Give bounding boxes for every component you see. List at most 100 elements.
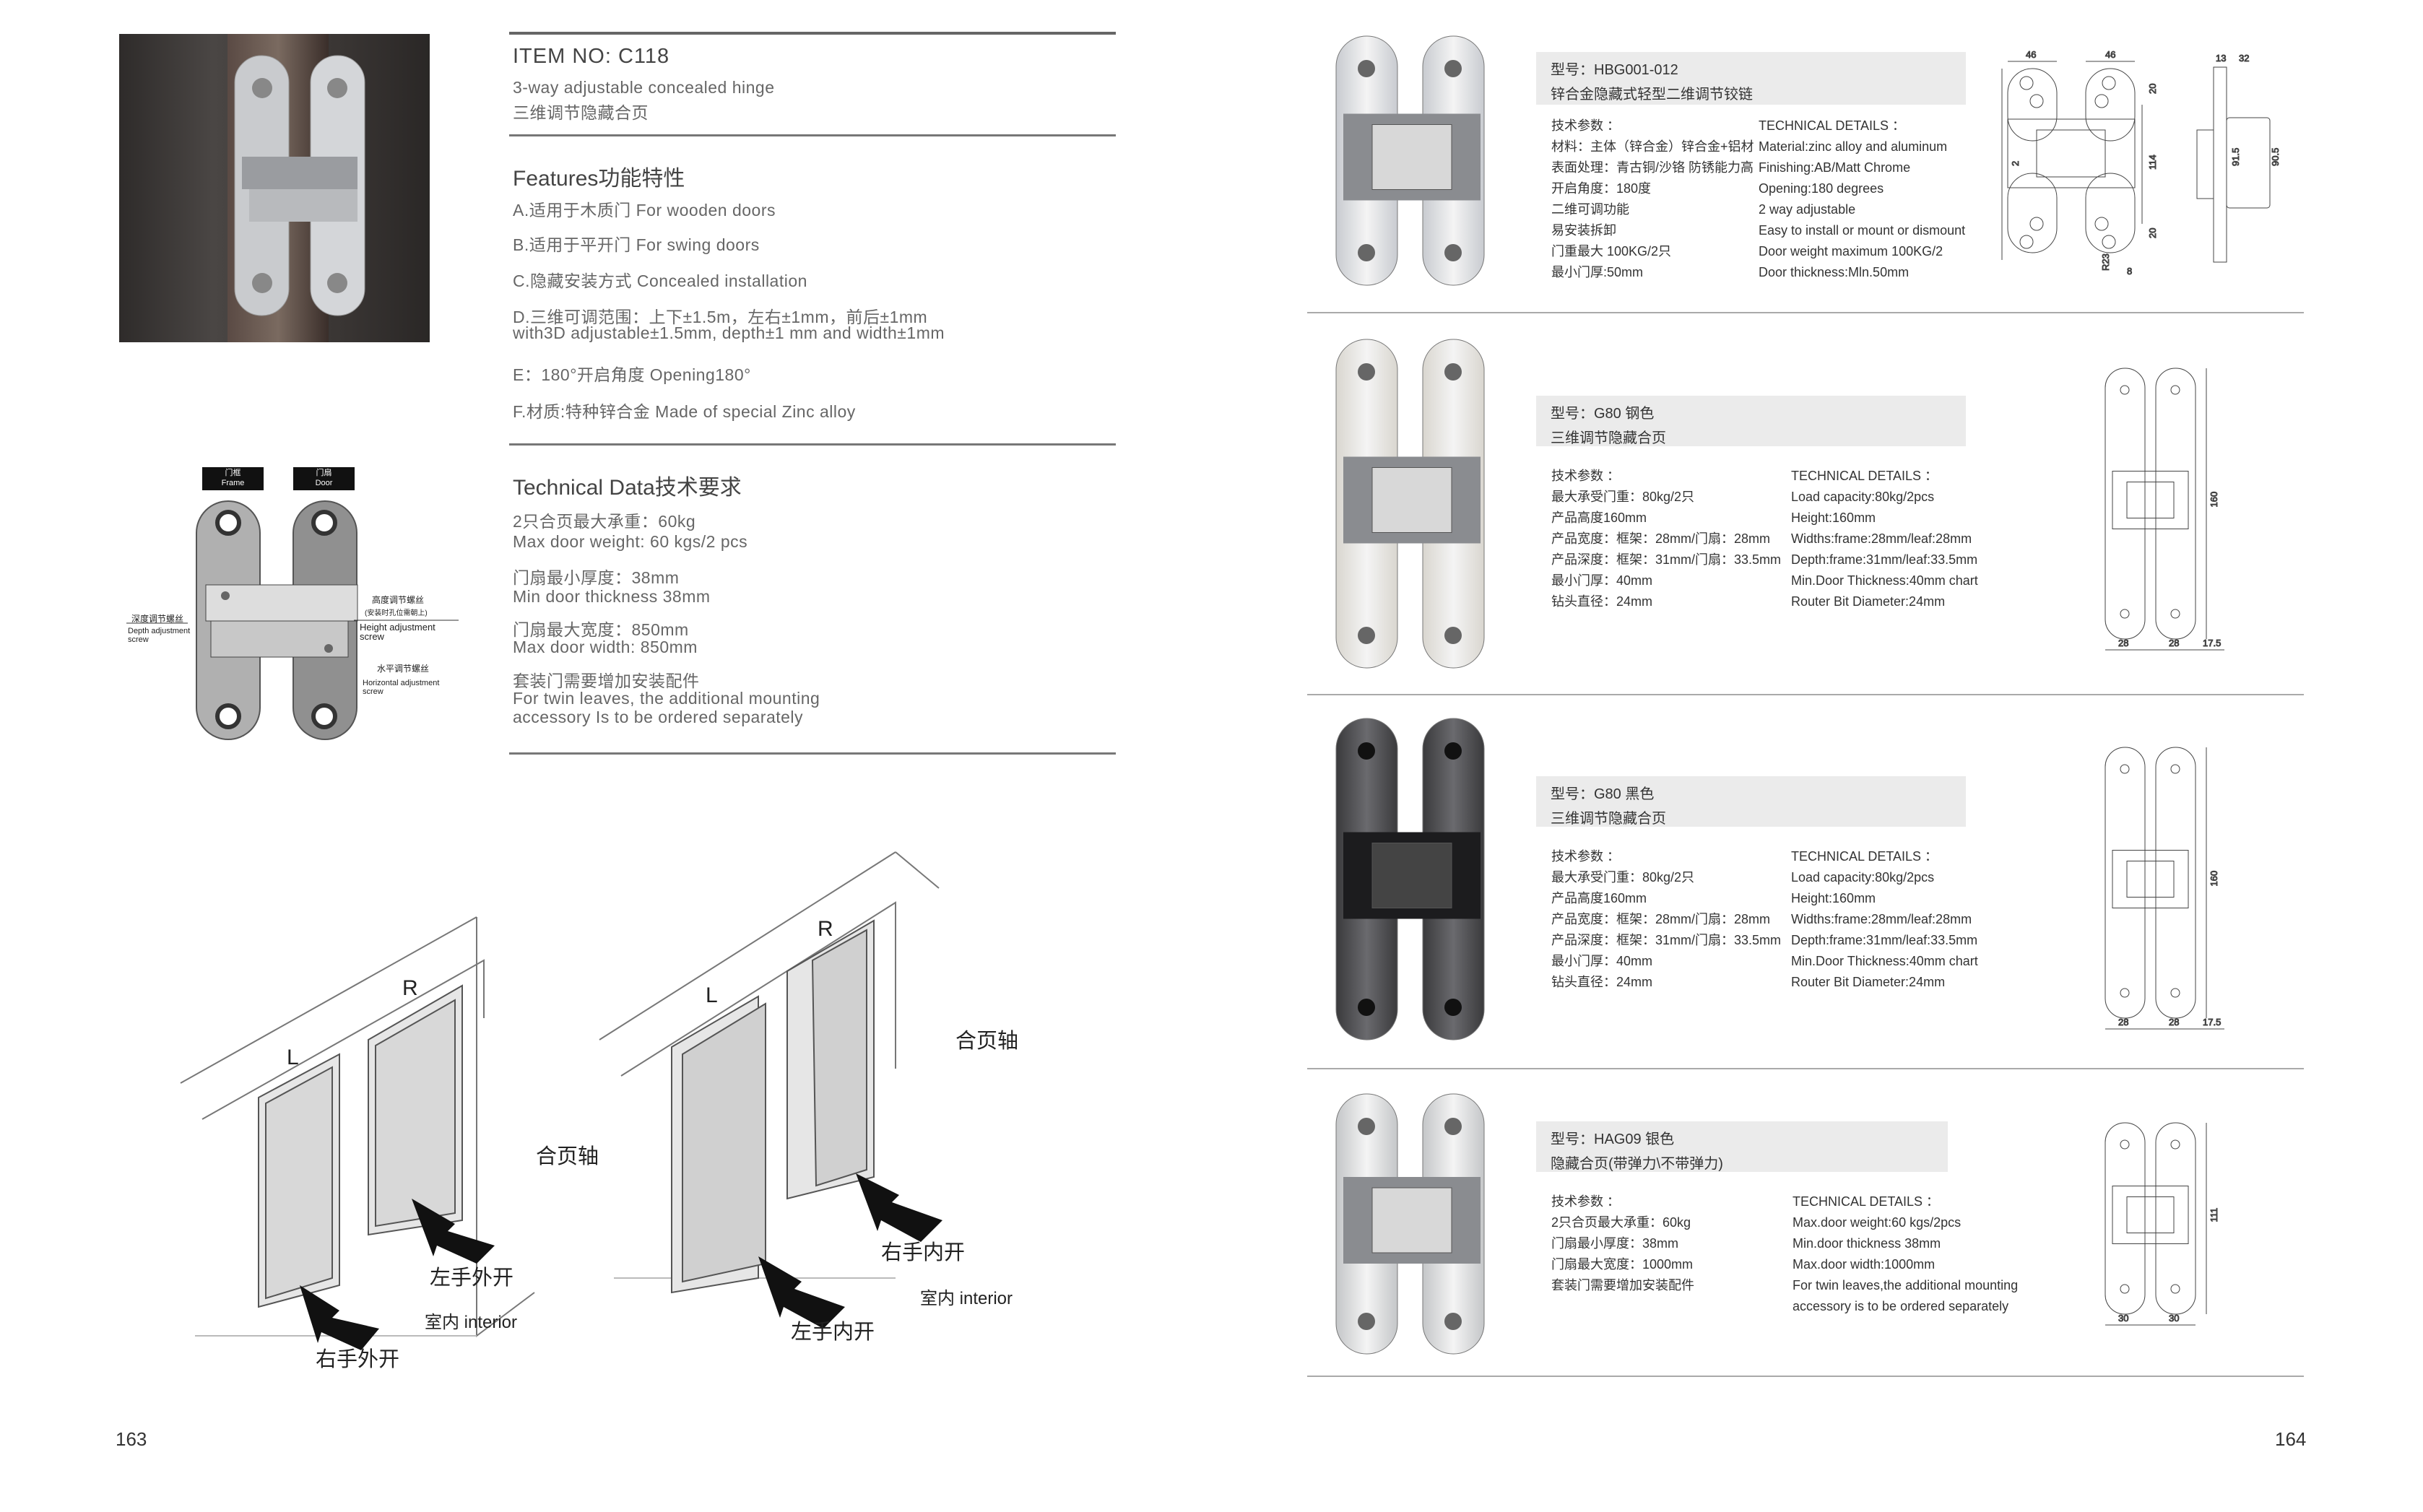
spec-line: Widths:frame:28mm/leaf:28mm [1791,912,1972,926]
spec-line: Max.door weight:60 kgs/2pcs [1793,1215,1962,1230]
product-header: 型号：HBG001-012 锌合金隐藏式轻型二维调节铰链 [1536,52,1966,105]
spec-line: 产品深度：框架：31mm/门扇：33.5mm [1551,933,1782,947]
spec-line: accessory is to be ordered separately [1793,1299,2009,1313]
subtitle-cn: 三维调节隐藏合页 [513,103,649,122]
product-name: 锌合金隐藏式轻型二维调节铰链 [1551,87,1753,103]
door-swing-illustration [180,851,942,1350]
tech-line: Max door weight: 60 kgs/2 pcs [513,532,748,551]
height-note: (安装时孔位需朝上) [365,609,428,617]
spec-line: Opening:180 degrees [1759,181,1884,196]
divider [1307,1068,2304,1069]
product-photo [119,34,430,342]
spec-line: Height:160mm [1791,510,1876,525]
dimension-label: 46 [2105,49,2115,60]
dimension-label: 28 [2118,638,2128,648]
divider [509,134,1116,136]
dimension-label: 46 [2026,49,2036,60]
spec-en: TECHNICAL DETAILS ：Load capacity:80kg/2p… [1791,846,1978,993]
feature-d-en: with3D adjustable±1.5mm, depth±1 mm and … [513,323,945,342]
depth-label-cn: 深度调节螺丝 [131,614,184,624]
spec-line: 产品宽度：框架：28mm/门扇：28mm [1551,531,1771,546]
product-name: 三维调节隐藏合页 [1551,430,1666,446]
spec-line: Min.door thickness 38mm [1793,1236,1941,1251]
spec-line: 产品深度：框架：31mm/门扇：33.5mm [1551,552,1782,567]
spec-line: Material:zinc alloy and aluminum [1759,139,1948,154]
dimension-label: 17.5 [2203,1017,2221,1027]
spec-line: 易安装拆卸 [1551,223,1616,238]
product-header: 型号：G80 钢色三维调节隐藏合页 [1536,396,1966,446]
depth-label-en2: screw [128,635,149,644]
divider [1307,694,2304,695]
spec-line: 最小门厚:50mm [1551,265,1644,279]
feature-a: A.适用于木质门 For wooden doors [513,201,776,220]
spec-line: 产品高度160mm [1551,891,1647,905]
horizontal-label-en: Horizontal adjustment [363,679,440,687]
spec-line: Finishing:AB/Matt Chrome [1759,160,1911,175]
spec-line: Door weight maximum 100KG/2 [1759,244,1943,258]
model-number: 型号：G80 钢色 [1551,406,1655,422]
hinge-product-image [1322,336,1502,672]
tech-title: Technical Data技术要求 [513,476,742,500]
door-label-cn: 门扇 [316,469,332,477]
tech-line: accessory Is to be ordered separately [513,708,804,726]
spec-line: TECHNICAL DETAILS ： [1791,469,1938,483]
feature-e: E：180°开启角度 Opening180° [513,365,751,384]
dimension-label: 8 [2127,266,2132,277]
dimension-label: 28 [2118,1017,2128,1027]
horizontal-label-en2: screw [363,687,383,696]
right-outward-label: 右手外开 [316,1348,400,1371]
dimension-label: 13 [2216,53,2226,64]
spec-line: Easy to install or mount or dismount [1759,223,1966,238]
divider [1307,1376,2304,1377]
product-name: 隐藏合页(带弹力\不带弹力) [1551,1156,1723,1172]
spec-line: 表面处理：青古铜/沙铬 防锈能力高 [1551,160,1754,175]
dimension-label: 20 [2147,84,2158,94]
tech-line: Min door thickness 38mm [513,587,711,606]
dimension-label: 114 [2147,155,2158,170]
feature-b: B.适用于平开门 For swing doors [513,235,760,254]
spec-line: 开启角度：180度 [1551,181,1652,196]
spec-line: TECHNICAL DETAILS ： [1791,849,1938,864]
spec-line: 最小门厚：40mm [1551,573,1653,588]
divider [1307,312,2304,313]
spec-line: TECHNICAL DETAILS ： [1793,1194,1940,1209]
depth-label-en: Depth adjustment [128,627,191,635]
spec-line: 二维可调功能 [1551,202,1629,217]
model-number: 型号：HBG001-012 [1551,62,1678,78]
left-outward-label: 左手外开 [430,1266,514,1290]
spec-line: 钻头直径：24mm [1551,975,1653,989]
spec-line: 材料：主体（锌合金）锌合金+铝材 [1551,139,1754,154]
spec-line: Router Bit Diameter:24mm [1791,594,1946,609]
spec-line: 最大承受门重：80kg/2只 [1551,490,1695,504]
frame-label-en: Frame [221,479,245,487]
divider [509,443,1116,446]
tech-line: 门扇最小厚度：38mm [513,568,680,587]
spec-line: Height:160mm [1791,891,1876,905]
door-r-label: R [818,917,833,941]
spec-line: 技术参数 ： [1551,849,1621,864]
spec-line: 最小门厚：40mm [1551,954,1653,968]
dimension-label: 2 [2010,161,2021,166]
left-inward-label: 左手内开 [791,1321,875,1344]
spec-line: Widths:frame:28mm/leaf:28mm [1791,531,1972,546]
spec-line: Depth:frame:31mm/leaf:33.5mm [1791,933,1978,947]
product-name: 三维调节隐藏合页 [1551,811,1666,827]
spec-line: 门重最大 100KG/2只 [1551,244,1672,258]
spec-line: 门扇最大宽度：1000mm [1551,1257,1694,1272]
feature-f: F.材质:特种锌合金 Made of special Zinc alloy [513,402,856,421]
spec-line: 套装门需要增加安装配件 [1551,1278,1694,1292]
spec-en: TECHNICAL DETAILS ：Material:zinc alloy a… [1759,116,1965,283]
dimension-label: 90.5 [2270,148,2281,166]
spec-en: TECHNICAL DETAILS ：Load capacity:80kg/2p… [1791,466,1978,612]
height-label-cn: 高度调节螺丝 [372,595,425,605]
page-number: 163 [116,1428,147,1450]
dimension-label: 30 [2169,1313,2179,1324]
spec-line: 2只合页最大承重：60kg [1551,1215,1691,1230]
dimension-label: 160 [2209,871,2219,887]
feature-d: D.三维可调范围：上下±1.5m，左右±1mm，前后±1mm [513,308,928,326]
